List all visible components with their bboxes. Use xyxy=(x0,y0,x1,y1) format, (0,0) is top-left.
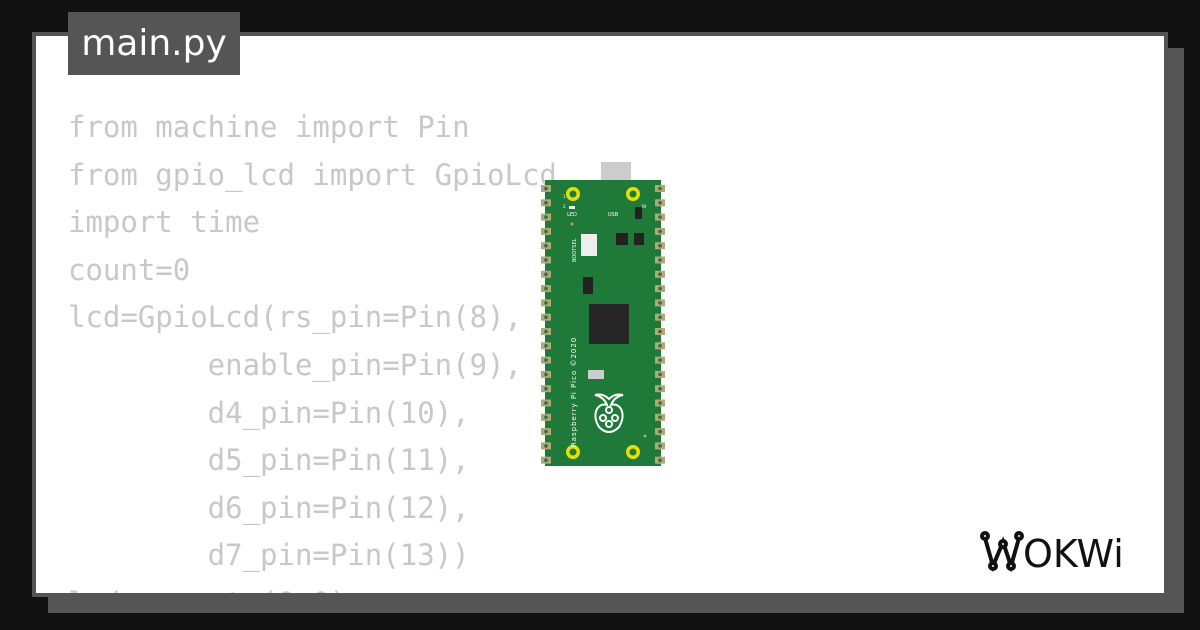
pin-hole xyxy=(658,329,662,334)
pin-hole xyxy=(658,201,662,205)
pin-hole xyxy=(544,286,548,291)
bootsel-button[interactable] xyxy=(581,234,597,256)
pin-hole xyxy=(658,315,662,319)
pin-hole xyxy=(658,358,662,362)
code-line: count=0 xyxy=(68,252,191,287)
code-line: enable_pin=Pin(9), xyxy=(68,347,522,382)
usb-label: USB xyxy=(608,212,619,218)
raspberry-logo-icon xyxy=(594,393,624,433)
code-line: import time xyxy=(68,205,261,240)
pin-hole xyxy=(658,301,662,305)
pin-hole xyxy=(658,386,662,391)
pin-hole xyxy=(544,415,548,420)
code-card: from machine import Pin from gpio_lcd imp… xyxy=(32,32,1168,597)
pin-hole xyxy=(658,272,662,277)
pin-hole xyxy=(544,186,548,191)
code-line: d5_pin=Pin(11), xyxy=(68,443,470,478)
file-tab-main-py[interactable]: main.py xyxy=(68,12,240,75)
pin-hole xyxy=(658,372,662,377)
pin-hole xyxy=(658,458,662,463)
pin-hole xyxy=(658,186,662,191)
pin-hole xyxy=(544,372,548,377)
code-line: d4_pin=Pin(10), xyxy=(68,395,470,430)
pin-hole xyxy=(544,344,548,348)
code-line: lcd.move_to(0,0) xyxy=(68,580,557,593)
pin-hole xyxy=(544,215,548,219)
pin-hole xyxy=(544,272,548,277)
code-line: from machine import Pin xyxy=(68,110,470,144)
pin-hole xyxy=(544,258,548,262)
pin1-label: 1 xyxy=(563,194,566,199)
pin-hole xyxy=(658,401,662,405)
code-line: lcd=GpioLcd(rs_pin=Pin(8), xyxy=(68,300,522,335)
bootsel-label: BOOTSEL xyxy=(572,238,578,262)
wokwi-logo: OKWi xyxy=(980,531,1124,576)
pin-hole xyxy=(544,401,548,405)
pin-hole xyxy=(544,458,548,463)
pin2-label: 2 xyxy=(563,204,566,209)
led-label: LED xyxy=(567,212,577,218)
pin-hole xyxy=(658,344,662,348)
pin-hole xyxy=(544,301,548,305)
pin-hole xyxy=(544,358,548,362)
wokwi-logo-text: OKWi xyxy=(1023,532,1124,576)
pin-hole xyxy=(658,229,662,234)
pin-hole xyxy=(658,258,662,262)
pin-hole xyxy=(544,201,548,205)
code-listing: from machine import Pin from gpio_lcd imp… xyxy=(68,104,557,593)
pin-hole xyxy=(544,444,548,448)
pin-hole xyxy=(658,286,662,291)
board-name: Raspberry Pi Pico ©2020 xyxy=(570,337,578,447)
rp2040-chip xyxy=(589,304,629,344)
pin-hole xyxy=(658,444,662,448)
pin-hole xyxy=(544,429,548,434)
pin-hole xyxy=(544,329,548,334)
code-line: from gpio_lcd import GpioLcd xyxy=(68,157,557,192)
raspberry-pi-pico-board[interactable]: LED USB 1 2 39 BOOTSEL Raspberry Pi Pico… xyxy=(541,162,665,472)
pin-hole xyxy=(658,215,662,219)
code-line: d7_pin=Pin(13)) xyxy=(68,538,470,573)
pin-hole xyxy=(658,243,662,248)
pin-hole xyxy=(544,315,548,319)
pin-hole xyxy=(544,243,548,248)
code-line: d6_pin=Pin(12), xyxy=(68,490,470,525)
pin-hole xyxy=(544,229,548,234)
pin-hole xyxy=(658,429,662,434)
pin39-label: 39 xyxy=(641,204,647,209)
pin-hole xyxy=(544,386,548,391)
pin-hole xyxy=(658,415,662,420)
